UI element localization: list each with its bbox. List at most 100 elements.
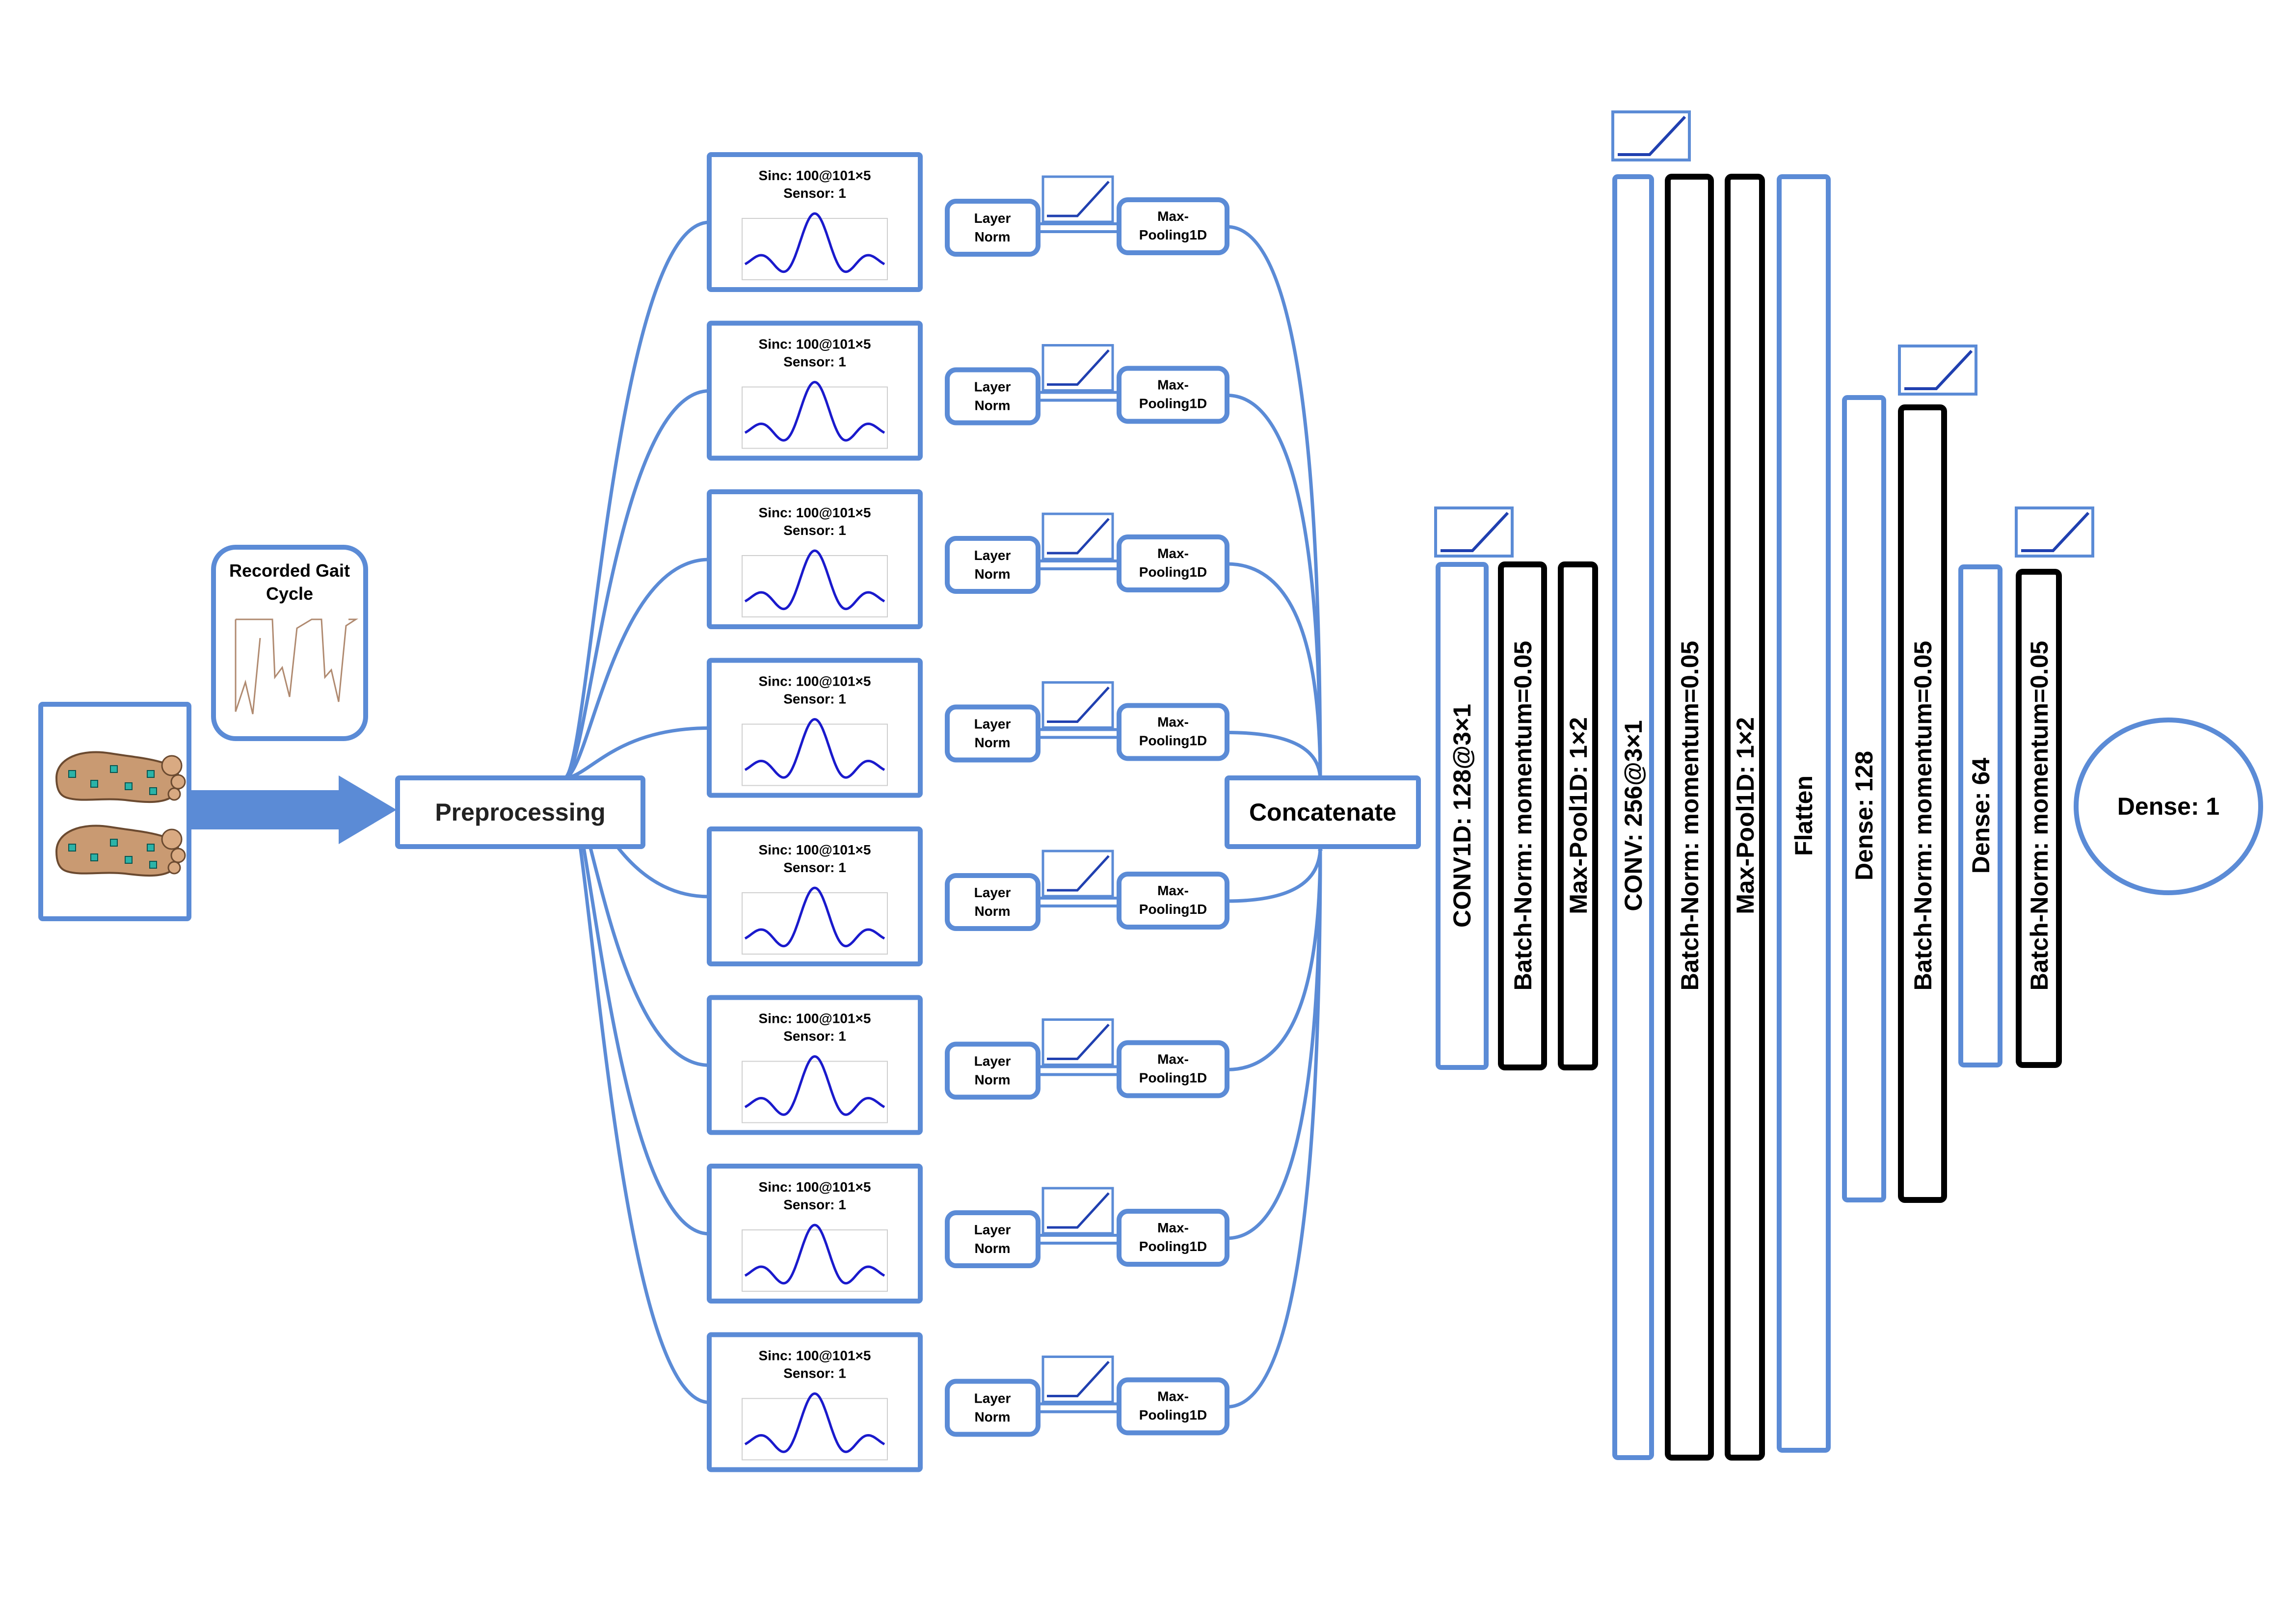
- sinc-filter-label: Sinc: 100@101×5: [759, 505, 871, 520]
- maxpool-2-label: Max-Pool1D: 1×2: [1732, 717, 1759, 914]
- concatenate-block: Concatenate: [1225, 775, 1421, 849]
- layer-dense-64: Dense: 64: [1958, 564, 2002, 1067]
- max-pooling-label-1: Max-: [1157, 546, 1189, 561]
- connector-branch-to-concat: [1227, 846, 1323, 1240]
- dense-128-label: Dense: 128: [1850, 751, 1878, 880]
- connector-pre-to-branch: [564, 558, 710, 780]
- max-pooling-label-1: Max-: [1157, 1389, 1189, 1404]
- max-pooling-label-2: Pooling1D: [1139, 1070, 1207, 1086]
- batchnorm-4-label: Batch-Norm: momentum=0.05: [2026, 641, 2053, 991]
- input-panel: [38, 702, 191, 921]
- sinc-waveform: [744, 549, 885, 611]
- max-pooling-label-2: Pooling1D: [1139, 733, 1207, 748]
- sinc-waveform: [744, 718, 885, 779]
- layer-norm-label-1: Layer: [974, 1054, 1011, 1069]
- layer-norm-label-1: Layer: [974, 885, 1011, 900]
- connector-branch-to-concat: [1227, 846, 1323, 1409]
- layer-norm-label-2: Norm: [974, 1241, 1010, 1256]
- layer-flatten: Flatten: [1777, 174, 1831, 1453]
- flatten-label: Flatten: [1790, 775, 1817, 856]
- sensor-label: Sensor: 1: [783, 523, 846, 538]
- gait-title-line1: Recorded Gait: [229, 560, 350, 581]
- max-pooling-label-1: Max-: [1157, 1052, 1189, 1067]
- layer-norm-label-2: Norm: [974, 1072, 1010, 1088]
- gait-cycle-waveform: [236, 618, 359, 702]
- batchnorm-2-label: Batch-Norm: momentum=0.05: [1676, 641, 1704, 991]
- max-pooling-label-2: Pooling1D: [1139, 1408, 1207, 1423]
- output-dense-1: Dense: 1: [2074, 718, 2263, 895]
- layer-norm-label-1: Layer: [974, 1222, 1011, 1237]
- recorded-gait-cycle-panel: Recorded Gait Cycle: [211, 545, 368, 741]
- layer-norm-label-2: Norm: [974, 1410, 1010, 1425]
- connector-pre-to-branch: [563, 220, 710, 780]
- layer-dense-128: Dense: 128: [1842, 395, 1886, 1202]
- max-pooling-label-1: Max-: [1157, 715, 1189, 730]
- preprocessing-label: Preprocessing: [435, 799, 605, 826]
- max-pooling-label-2: Pooling1D: [1139, 1239, 1207, 1254]
- max-pooling-label-1: Max-: [1157, 209, 1189, 224]
- layer-batchnorm-2: Batch-Norm: momentum=0.05: [1665, 174, 1714, 1461]
- layer-maxpool-1: Max-Pool1D: 1×2: [1558, 561, 1598, 1070]
- activation-icon-dense64: [2015, 506, 2094, 558]
- layer-norm-label-2: Norm: [974, 904, 1010, 919]
- sinc-filter-label: Sinc: 100@101×5: [759, 1348, 871, 1363]
- batchnorm-3-label: Batch-Norm: momentum=0.05: [1909, 641, 1937, 991]
- sinc-waveform: [744, 380, 885, 442]
- layer-norm-label-2: Norm: [974, 735, 1010, 750]
- sinc-filter-label: Sinc: 100@101×5: [759, 842, 871, 857]
- layer-norm-label-2: Norm: [974, 398, 1010, 413]
- connector-branch-to-concat: [1227, 731, 1323, 781]
- max-pooling-label-1: Max-: [1157, 883, 1189, 898]
- max-pooling-label-1: Max-: [1157, 1220, 1189, 1235]
- sinc-waveform: [744, 886, 885, 948]
- max-pooling-label-2: Pooling1D: [1139, 227, 1207, 242]
- layer-norm-label-1: Layer: [974, 548, 1011, 563]
- activation-icon-conv2: [1611, 110, 1691, 161]
- conv1d-128-label: CONV1D: 128@3×1: [1448, 704, 1476, 928]
- layer-batchnorm-4: Batch-Norm: momentum=0.05: [2016, 569, 2062, 1068]
- connector-branch-to-concat: [1227, 846, 1323, 903]
- gait-title-line2: Cycle: [266, 584, 313, 604]
- preprocessing-block: Preprocessing: [395, 775, 645, 849]
- sinc-waveform: [744, 1224, 885, 1285]
- max-pooling-label-1: Max-: [1157, 377, 1189, 393]
- sinc-waveform: [744, 212, 885, 273]
- sinc-waveform: [744, 1392, 885, 1453]
- sensor-label: Sensor: 1: [783, 354, 846, 370]
- sensor-label: Sensor: 1: [783, 1029, 846, 1044]
- sinc-filter-label: Sinc: 100@101×5: [759, 337, 871, 352]
- conv-256-label: CONV: 256@3×1: [1620, 720, 1647, 911]
- layer-norm-label-2: Norm: [974, 566, 1010, 582]
- connector-pre-to-branch: [563, 389, 710, 780]
- layer-maxpool-2: Max-Pool1D: 1×2: [1725, 174, 1765, 1461]
- activation-icon-conv1: [1434, 506, 1514, 558]
- sensor-label: Sensor: 1: [783, 692, 846, 707]
- max-pooling-label-2: Pooling1D: [1139, 902, 1207, 917]
- max-pooling-label-2: Pooling1D: [1139, 564, 1207, 580]
- concatenate-label: Concatenate: [1249, 799, 1396, 826]
- layer-norm-label-1: Layer: [974, 717, 1011, 732]
- sinc-filter-label: Sinc: 100@101×5: [759, 168, 871, 183]
- dense-64-label: Dense: 64: [1967, 758, 1995, 874]
- activation-icon-dense128: [1898, 345, 1977, 396]
- input-arrow: [190, 775, 397, 844]
- sinc-filter-label: Sinc: 100@101×5: [759, 1011, 871, 1026]
- layer-conv1d-128: CONV1D: 128@3×1: [1436, 562, 1489, 1070]
- layer-norm-label-2: Norm: [974, 229, 1010, 244]
- connector-branch-to-concat: [1227, 562, 1323, 781]
- sensor-label: Sensor: 1: [783, 1197, 846, 1212]
- sinc-filter-label: Sinc: 100@101×5: [759, 674, 871, 689]
- layer-norm-label-1: Layer: [974, 379, 1011, 395]
- foot-pressure-sensor-map-icon: [55, 751, 186, 877]
- layer-norm-label-1: Layer: [974, 211, 1011, 226]
- sensor-label: Sensor: 1: [783, 186, 846, 201]
- connector-branch-to-concat: [1227, 225, 1323, 781]
